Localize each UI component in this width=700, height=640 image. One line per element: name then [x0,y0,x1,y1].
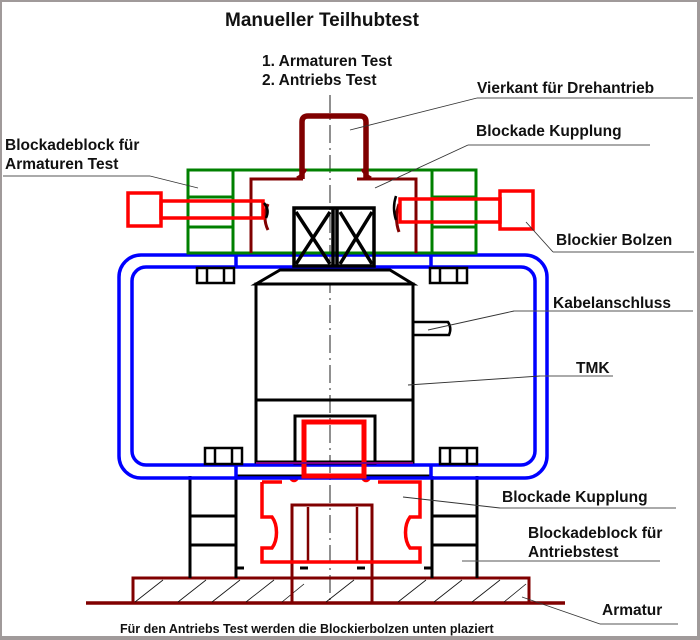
callout-kabelanschluss: Kabelanschluss [427,295,693,331]
bolt-right-tip [392,195,398,221]
callout-vierkant: Vierkant für Drehantrieb [349,80,693,131]
blockade-kupplung-bottom [260,477,422,564]
callout-blockadeblock-armaturen: Blockadeblock für Armaturen Test [3,137,199,189]
svg-text:Antriebstest: Antriebstest [528,544,618,561]
tmk-actuator [250,268,452,465]
actuator-frame-blue [117,253,549,480]
callout-blockade-kupplung-top: Blockade Kupplung [374,123,650,189]
svg-text:Blockier Bolzen: Blockier Bolzen [556,232,672,249]
svg-text:Armaturen Test: Armaturen Test [5,156,118,173]
coupling-x-element [292,206,376,268]
callout-blockadeblock-antrieb: Blockadeblock für Antriebstest [462,525,662,562]
callout-blockade-kupplung-bottom: Blockade Kupplung [402,489,676,509]
diagram-title: Manueller Teilhubtest [225,10,420,31]
svg-text:Armatur: Armatur [602,602,662,619]
step-1-label: 1. Armaturen Test [262,53,392,70]
blockier-bolzen-right [398,189,535,231]
svg-text:Blockade Kupplung: Blockade Kupplung [502,489,648,506]
svg-text:Kabelanschluss: Kabelanschluss [553,295,671,312]
frame-nuts [195,266,479,466]
armatur-base [86,503,565,605]
svg-text:Blockadeblock für: Blockadeblock für [5,137,139,154]
armatur-hatching [134,579,527,603]
tmk-coupling-red [301,419,367,479]
bolt-left-tip [263,202,269,219]
svg-text:Vierkant für Drehantrieb: Vierkant für Drehantrieb [477,80,654,97]
callout-armatur: Armatur [521,596,678,625]
callout-blockier-bolzen: Blockier Bolzen [525,221,694,253]
blockier-bolzen-left [126,191,265,228]
svg-text:Blockade Kupplung: Blockade Kupplung [476,123,622,140]
step-2-label: 2. Antriebs Test [262,72,377,89]
svg-text:Blockadeblock für: Blockadeblock für [528,525,662,542]
footnote: Für den Antriebs Test werden die Blockie… [120,622,495,636]
vierkant-square [299,113,369,179]
svg-text:TMK: TMK [576,360,610,377]
callout-tmk: TMK [407,360,613,386]
